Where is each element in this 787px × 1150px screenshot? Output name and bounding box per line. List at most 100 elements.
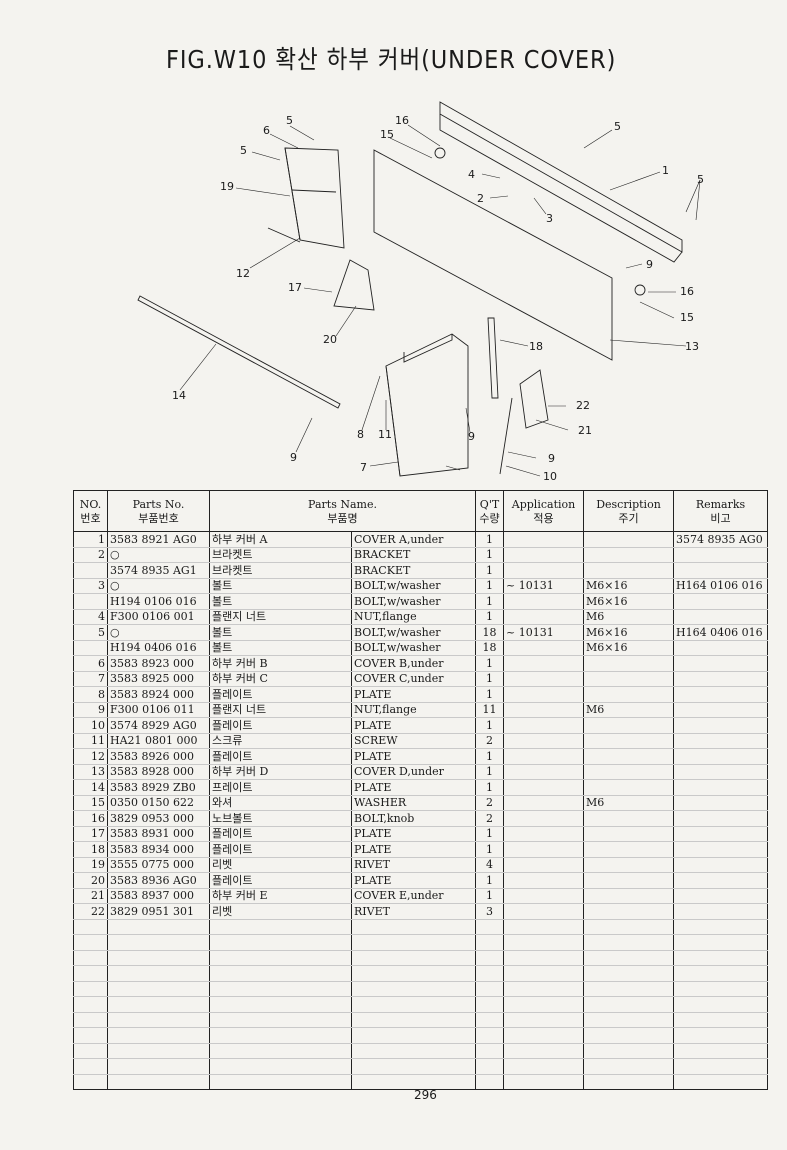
blank-cell xyxy=(583,980,674,997)
callout-21: 21 xyxy=(578,424,592,437)
item-number: 12 xyxy=(73,748,108,765)
blank-cell xyxy=(73,1042,108,1059)
blank-cell xyxy=(351,1058,476,1075)
description: M6×16 xyxy=(583,624,674,641)
blank-cell xyxy=(107,1074,210,1090)
callout-2: 2 xyxy=(477,192,484,205)
description xyxy=(583,826,674,842)
table-row-blank xyxy=(73,1058,768,1075)
callout-3: 3 xyxy=(546,212,553,225)
application xyxy=(503,671,584,687)
part-name-korean: 하부 커버 D xyxy=(209,764,352,780)
part-number: 3583 8937 000 xyxy=(107,888,210,904)
callout-20: 20 xyxy=(323,333,337,346)
remarks xyxy=(673,826,768,842)
blank-cell xyxy=(351,1027,476,1044)
blank-cell xyxy=(475,950,504,966)
application xyxy=(503,593,584,610)
item-number: 17 xyxy=(73,826,108,842)
part-number: 3583 8929 ZB0 xyxy=(107,779,210,796)
quantity: 4 xyxy=(475,857,504,873)
callout-14: 14 xyxy=(172,389,186,402)
part-number: 3583 8931 000 xyxy=(107,826,210,842)
part-name-english: COVER D,under xyxy=(351,764,476,780)
quantity: 1 xyxy=(475,671,504,687)
remarks xyxy=(673,872,768,889)
blank-cell xyxy=(673,918,768,935)
item-number: 11 xyxy=(73,732,108,749)
blank-cell xyxy=(475,934,504,951)
blank-cell xyxy=(209,1012,352,1028)
part-name-korean: 볼트 xyxy=(209,640,352,656)
item-number: 5 xyxy=(73,624,108,641)
callout-9b: 9 xyxy=(290,451,297,464)
item-number: 1 xyxy=(73,531,108,548)
part-name-english: BRACKET xyxy=(351,562,476,579)
application xyxy=(503,857,584,873)
blank-cell xyxy=(73,1074,108,1090)
callout-7: 7 xyxy=(360,461,367,474)
remarks: H164 0106 016 xyxy=(673,578,768,594)
blank-cell xyxy=(673,1027,768,1044)
callout-10: 10 xyxy=(543,470,557,483)
quantity: 18 xyxy=(475,624,504,641)
blank-cell xyxy=(209,1074,352,1090)
part-name-english: PLATE xyxy=(351,841,476,858)
part-number: 3583 8925 000 xyxy=(107,671,210,687)
description xyxy=(583,903,674,920)
table-row-blank xyxy=(73,996,768,1013)
remarks xyxy=(673,795,768,811)
callout-16a: 16 xyxy=(395,114,409,127)
application xyxy=(503,655,584,672)
blank-cell xyxy=(475,996,504,1013)
callout-1: 1 xyxy=(662,164,669,177)
description xyxy=(583,857,674,873)
description xyxy=(583,810,674,827)
application xyxy=(503,717,584,734)
item-number: 7 xyxy=(73,671,108,687)
blank-cell xyxy=(673,1058,768,1075)
application xyxy=(503,547,584,563)
part-number: 3583 8936 AG0 xyxy=(107,872,210,889)
item-number xyxy=(73,562,108,579)
quantity: 1 xyxy=(475,888,504,904)
part-name-korean: 하부 커버 E xyxy=(209,888,352,904)
quantity: 1 xyxy=(475,531,504,548)
part-number: 3574 8935 AG1 xyxy=(107,562,210,579)
part-name-english: COVER E,under xyxy=(351,888,476,904)
blank-cell xyxy=(583,934,674,951)
quantity: 1 xyxy=(475,547,504,563)
blank-cell xyxy=(503,965,584,982)
item-number: 21 xyxy=(73,888,108,904)
part-number: 0350 0150 622 xyxy=(107,795,210,811)
quantity: 2 xyxy=(475,732,504,749)
blank-cell xyxy=(351,980,476,997)
blank-cell xyxy=(475,1012,504,1028)
quantity: 18 xyxy=(475,640,504,656)
description: M6×16 xyxy=(583,640,674,656)
blank-cell xyxy=(475,918,504,935)
callout-4: 4 xyxy=(468,168,475,181)
part-number: 3583 8923 000 xyxy=(107,655,210,672)
description xyxy=(583,888,674,904)
blank-cell xyxy=(351,996,476,1013)
remarks xyxy=(673,686,768,703)
quantity: 1 xyxy=(475,686,504,703)
blank-cell xyxy=(73,1027,108,1044)
quantity: 1 xyxy=(475,826,504,842)
part-number: 3829 0951 301 xyxy=(107,903,210,920)
table-row-blank xyxy=(73,980,768,997)
part-name-english: COVER A,under xyxy=(351,531,476,548)
description xyxy=(583,779,674,796)
callout-15a: 15 xyxy=(380,128,394,141)
